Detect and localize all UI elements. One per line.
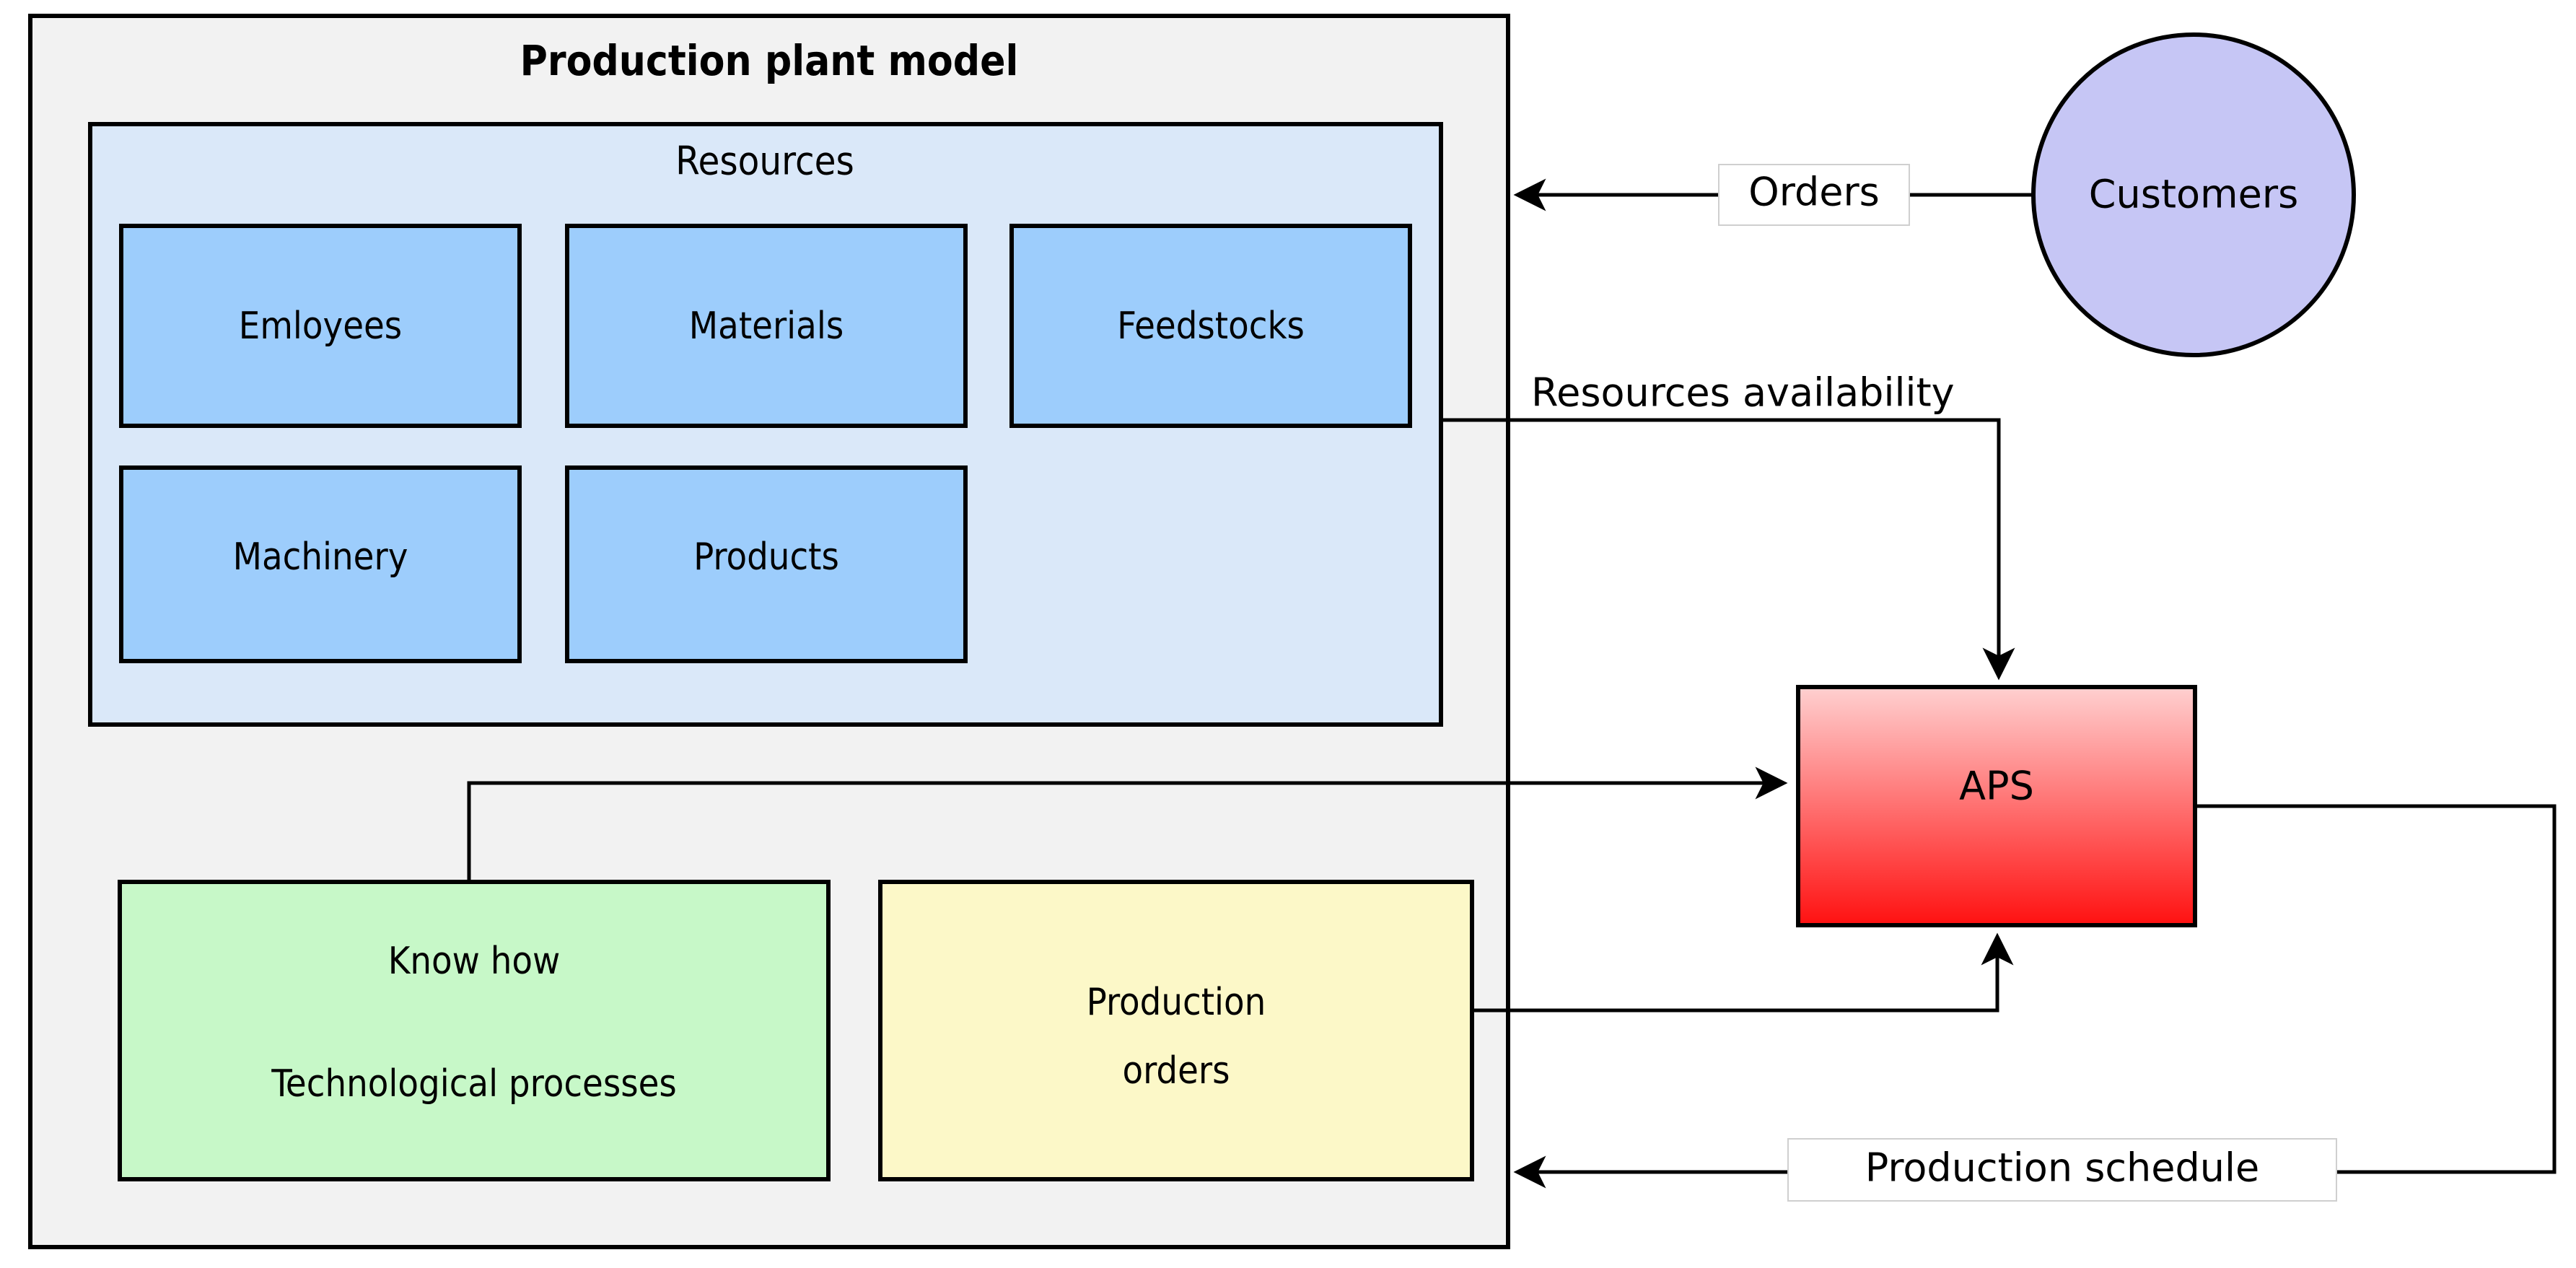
resource-item-feedstocks[interactable]: Feedstocks (1009, 224, 1412, 428)
aps-label: APS (1959, 764, 2034, 809)
resource-item-machinery[interactable]: Machinery (119, 465, 522, 663)
edge-know-how-line (467, 766, 1788, 882)
customers-node[interactable]: Customers (2031, 32, 2356, 357)
edge-orders-label: Orders (1748, 170, 1880, 215)
production-orders-label-line2: orders (1122, 1049, 1230, 1093)
production-orders-label-line1: Production (1087, 981, 1266, 1024)
know-how-label-line2: Technological processes (271, 1062, 677, 1106)
resource-item-rect[interactable] (565, 224, 968, 428)
resource-item-rect[interactable] (565, 465, 968, 663)
resource-item-label: Products (693, 535, 839, 579)
know-how-label-line1: Know how (388, 940, 561, 983)
edge-production-schedule-label-box (1787, 1138, 2337, 1202)
resources-title: Resources (675, 139, 854, 184)
know-how-rect[interactable] (118, 880, 831, 1181)
resource-item-rect[interactable] (1009, 224, 1412, 428)
resources-group: Resources Emloyees Materials Feedstocks … (88, 122, 1443, 727)
resource-item-label: Emloyees (239, 305, 402, 348)
edge-orders: Orders (1513, 164, 2033, 226)
edge-production-orders (1472, 932, 2014, 1013)
resource-item-label: Machinery (233, 535, 408, 579)
resource-item-label: Feedstocks (1117, 305, 1305, 348)
aps-rect[interactable] (1796, 685, 2197, 927)
resource-item-rect[interactable] (119, 465, 522, 663)
page-title: Production plant model (520, 36, 1019, 85)
edge-production-schedule: Production schedule (1513, 804, 2557, 1202)
edge-resources-availability-label: Resources availability (1531, 370, 1955, 416)
customers-label: Customers (2089, 172, 2298, 217)
edge-resources-availability: Resources availability (1441, 370, 2015, 681)
production-orders-box[interactable]: Production orders (878, 880, 1474, 1181)
resource-item-rect[interactable] (119, 224, 522, 428)
aps-node[interactable]: APS (1796, 685, 2197, 927)
resource-item-materials[interactable]: Materials (565, 224, 968, 428)
edge-orders-label-box (1718, 164, 1910, 226)
edge-production-orders-line (1472, 932, 2014, 1013)
resource-item-emloyees[interactable]: Emloyees (119, 224, 522, 428)
production-orders-rect[interactable] (878, 880, 1474, 1181)
edge-know-how (467, 766, 1788, 882)
resource-item-products[interactable]: Products (565, 465, 968, 663)
edge-production-schedule-label: Production schedule (1865, 1145, 2259, 1191)
know-how-box[interactable]: Know how Technological processes (118, 880, 831, 1181)
resource-item-label: Materials (689, 305, 844, 348)
edge-resources-availability-line (1441, 418, 2015, 681)
